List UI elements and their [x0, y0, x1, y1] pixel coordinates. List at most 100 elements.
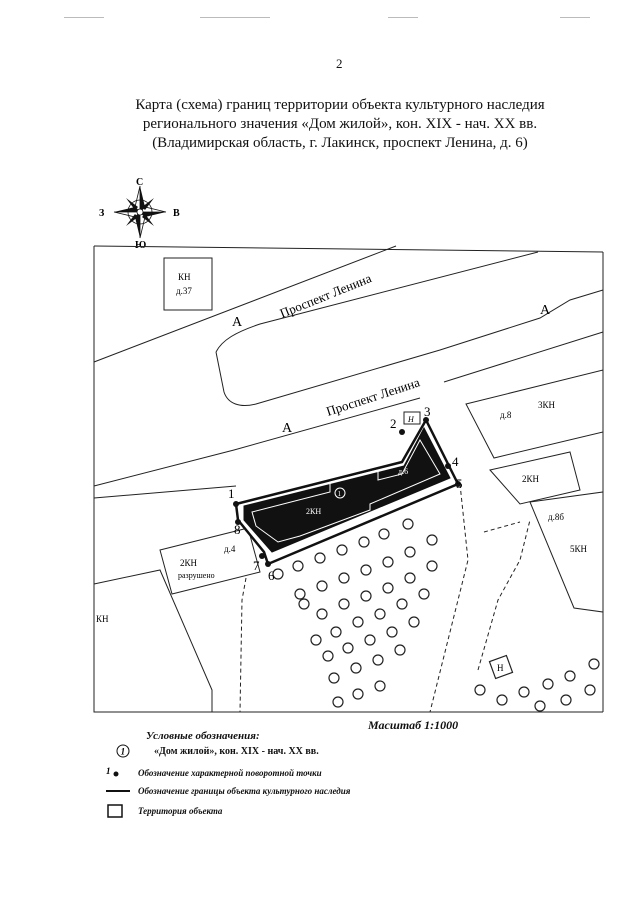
tree-icon [518, 686, 530, 698]
point-label-2: 2 [390, 416, 397, 431]
legend-item1-text: «Дом жилой», кон. XIX - нач. XX вв. [154, 745, 319, 757]
object-circle-icon: 1 [106, 744, 148, 758]
title-line-2: регионального значения «Дом жилой», кон.… [142, 116, 538, 132]
turning-point-5 [455, 481, 461, 487]
compass-north: С [136, 177, 143, 188]
tree-icon [560, 694, 572, 706]
territory-square-icon [106, 804, 138, 818]
legend-item-turning-point: 1 Обозначение характерной поворотной точ… [106, 766, 322, 780]
legend-item-boundary: Обозначение границы объекта культурного … [106, 786, 350, 796]
tree-icon [358, 536, 370, 548]
turning-point-3 [423, 417, 429, 423]
tree-icon [418, 588, 430, 600]
boundary-line-icon [106, 788, 138, 794]
tree-icon [310, 634, 322, 646]
bldg-razrusheno-label: разрушено [178, 571, 215, 580]
tree-icon [360, 564, 372, 576]
bldg-kn-left-label: КН [96, 614, 109, 624]
building-d8-3kn: д.8 3КН [465, 369, 604, 459]
tree-icon [372, 654, 384, 666]
tree-icon [338, 572, 350, 584]
tree-icon [564, 670, 576, 682]
tree-icon [426, 560, 438, 572]
bldg-3kn-label: 3КН [538, 400, 556, 410]
map-scale: Масштаб 1:1000 [368, 718, 459, 732]
small-structure-right: Н [488, 654, 514, 680]
tree-icon [342, 642, 354, 654]
point-label-6: 6 [268, 568, 275, 583]
tree-icon [382, 556, 394, 568]
tree-icon [352, 688, 364, 700]
bldg-2kn-left-label: 2КН [180, 558, 198, 568]
compass-south: Ю [135, 240, 146, 250]
tree-icon [364, 634, 376, 646]
building-d8b-5kn: д.8б 5КН [529, 491, 604, 613]
compass-west: З [99, 208, 104, 219]
object-label-right: д.6 [398, 467, 408, 476]
tree-icon [588, 658, 600, 670]
legend-item2-text: Обозначение характерной поворотной точки [138, 768, 322, 778]
tree-icon [496, 694, 508, 706]
point-label-1: 1 [228, 486, 235, 501]
title-line-1: Карта (схема) границ территории объекта … [135, 97, 545, 113]
object-marker-icon [334, 487, 346, 499]
turning-point-1 [233, 501, 239, 507]
bldg-d37-label: д.37 [176, 286, 192, 296]
tree-icon [316, 580, 328, 592]
point-label-7: 7 [253, 558, 260, 573]
turning-point-7 [259, 553, 265, 559]
tree-icon [382, 582, 394, 594]
object-marker-label: 1 [338, 490, 342, 498]
tree-icon [332, 696, 344, 708]
building-kn-left: КН [93, 569, 213, 713]
zone-a-right: А [540, 303, 551, 318]
point-label-4: 4 [452, 454, 459, 469]
tree-icon [322, 650, 334, 662]
turning-point-2 [399, 429, 405, 435]
tree-icon [426, 534, 438, 546]
tree-icon [394, 644, 406, 656]
tree-icon [330, 626, 342, 638]
building-2kn-right: 2КН [489, 451, 581, 505]
bldg-kn-top-label: КН [178, 272, 191, 282]
tree-icon [378, 528, 390, 540]
legend-item-territory: Территория объекта [106, 804, 222, 818]
compass-east: В [173, 208, 180, 219]
tree-icon [294, 588, 306, 600]
map-title: Карта (схема) границ территории объекта … [80, 96, 600, 153]
scan-mark-1 [64, 17, 104, 20]
zone-a-lower: А [282, 421, 293, 436]
tree-icon [374, 680, 386, 692]
bldg-2kn-right-label: 2КН [522, 474, 540, 484]
scan-mark-3 [388, 17, 418, 20]
object-inner-outline [251, 438, 441, 543]
title-line-3: (Владимирская область, г. Лакинск, просп… [152, 135, 528, 151]
tree-icon [404, 546, 416, 558]
turning-point-4 [445, 463, 451, 469]
tree-icon [336, 544, 348, 556]
tree-icon [314, 552, 326, 564]
bldg-d8-label: д.8 [500, 410, 512, 420]
building-d4: д.4 2КН разрушено [159, 527, 261, 595]
heritage-object: 1 2КН д.6 [234, 417, 460, 566]
small-h-top-label: Н [407, 415, 415, 424]
legend-item-object: 1 «Дом жилой», кон. XIX - нач. XX вв. [106, 744, 319, 758]
tree-icon [316, 608, 328, 620]
road-edges [93, 245, 604, 499]
legend-title: Условные обозначения: [146, 730, 260, 742]
turning-point-8 [235, 519, 241, 525]
object-label-left: 2КН [306, 507, 321, 516]
tree-icon [360, 590, 372, 602]
tree-icon [396, 598, 408, 610]
compass-star-icon [113, 185, 167, 239]
tree-icon [338, 598, 350, 610]
tree-icon [542, 678, 554, 690]
legend-item4-text: Территория объекта [138, 806, 223, 816]
legend-item3-text: Обозначение границы объекта культурного … [138, 786, 351, 796]
point-label-5: 5 [456, 476, 463, 491]
small-h-right-label: Н [497, 663, 504, 673]
legend-item2-symbol: 1 [106, 766, 111, 776]
scan-mark-2 [200, 17, 270, 20]
tree-icon [534, 700, 546, 712]
building-kn-d37: КН д.37 [163, 257, 213, 311]
